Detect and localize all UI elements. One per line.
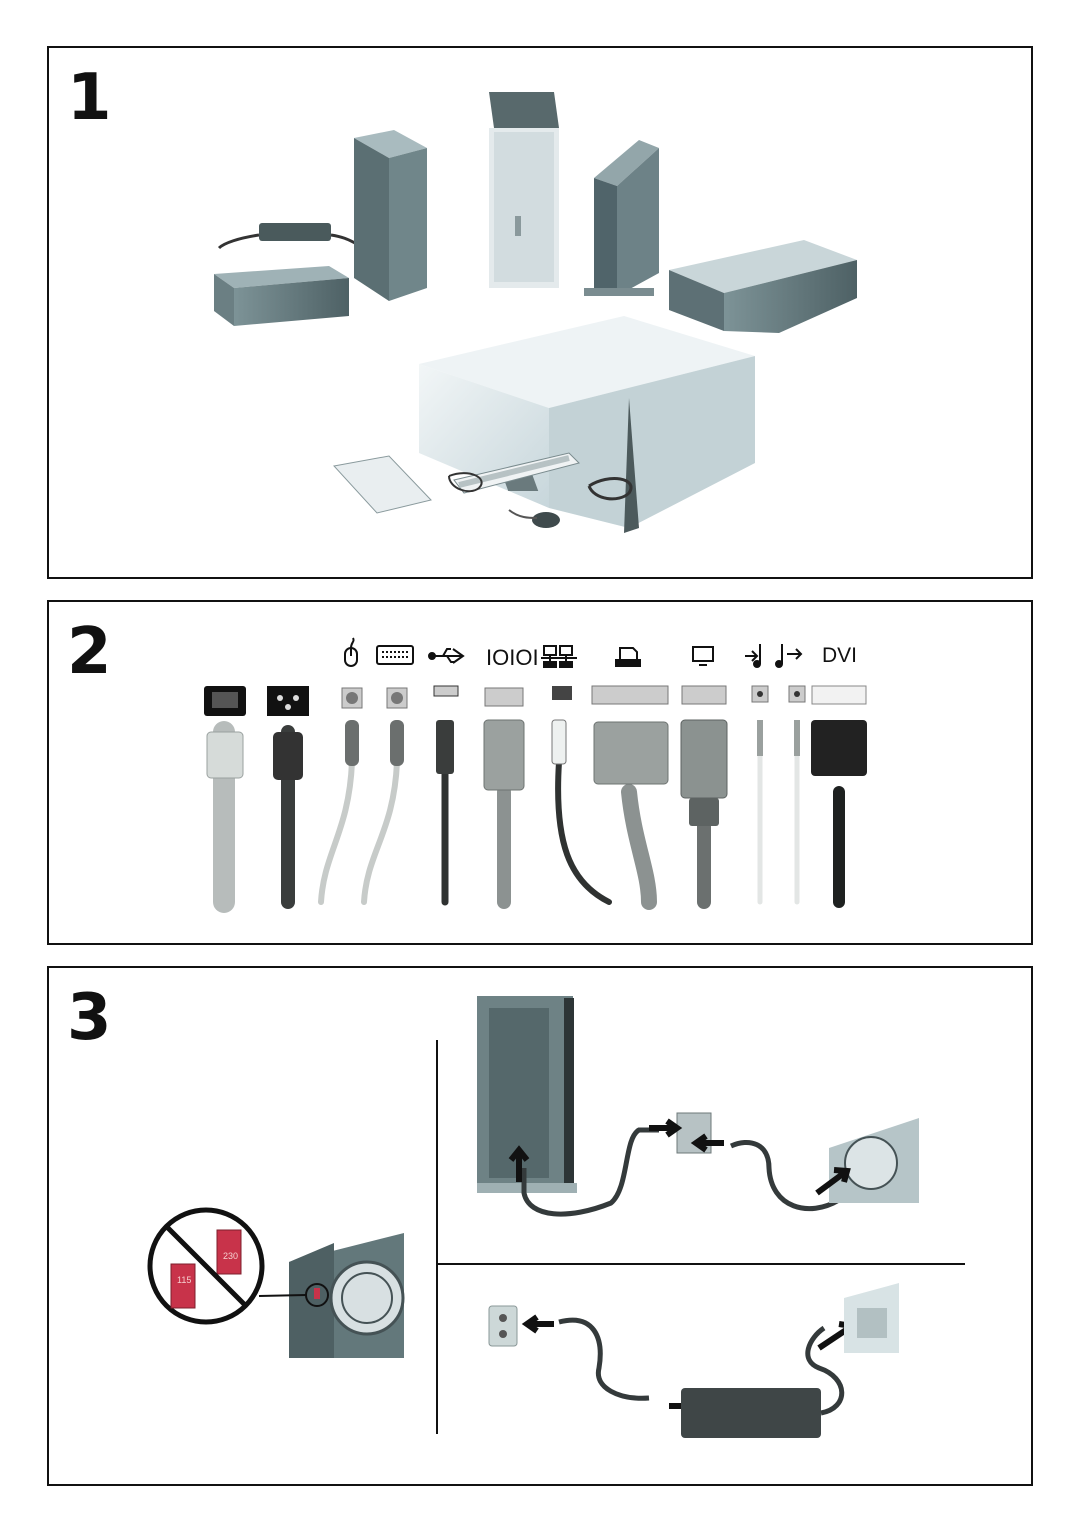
monitor-connection-illustration (477, 996, 919, 1217)
computer-models-illustration (214, 92, 857, 533)
microtower-illustration (489, 92, 559, 288)
network-icon (541, 645, 577, 668)
dvi-label: DVI (822, 644, 858, 667)
slim-desktop-illustration (669, 240, 857, 333)
power-adapter-illustration (217, 223, 356, 250)
step-2-panel: 2 DVI IOIOI (47, 600, 1033, 945)
printer-icon (615, 647, 641, 667)
mouse-illustration (508, 509, 560, 528)
audio-out-icon (775, 644, 803, 668)
keyboard-icon (376, 645, 414, 665)
minitower-illustration (354, 130, 427, 301)
step-number: 2 (67, 615, 112, 689)
cables-illustration (448, 472, 633, 501)
connectors-illustration: IOIOI (204, 637, 867, 913)
usb-icon (428, 648, 465, 664)
monitor-icon (692, 646, 714, 666)
cable-row (206, 719, 867, 913)
mouse-icon (344, 637, 358, 667)
port-row (204, 685, 867, 716)
step-number: 1 (67, 61, 112, 135)
step-1-panel: 1 (47, 46, 1033, 579)
packaging-box-illustration (419, 316, 755, 533)
serial-icon: IOIOI (486, 645, 539, 670)
connection-illustration (147, 996, 965, 1438)
voltage-warning-illustration (147, 1207, 405, 1358)
step-3-panel: 3 (47, 966, 1033, 1486)
small-form-factor-illustration (584, 140, 659, 296)
adapter-connection-illustration (488, 1283, 899, 1438)
audio-in-icon (745, 644, 761, 668)
step-number: 3 (67, 981, 112, 1055)
ultra-slim-desktop-illustration (214, 266, 349, 326)
voltage-115-label: 115 (177, 1275, 192, 1285)
voltage-230-label: 230 (223, 1251, 239, 1261)
svg-text:IOIOI: IOIOI (486, 645, 539, 670)
